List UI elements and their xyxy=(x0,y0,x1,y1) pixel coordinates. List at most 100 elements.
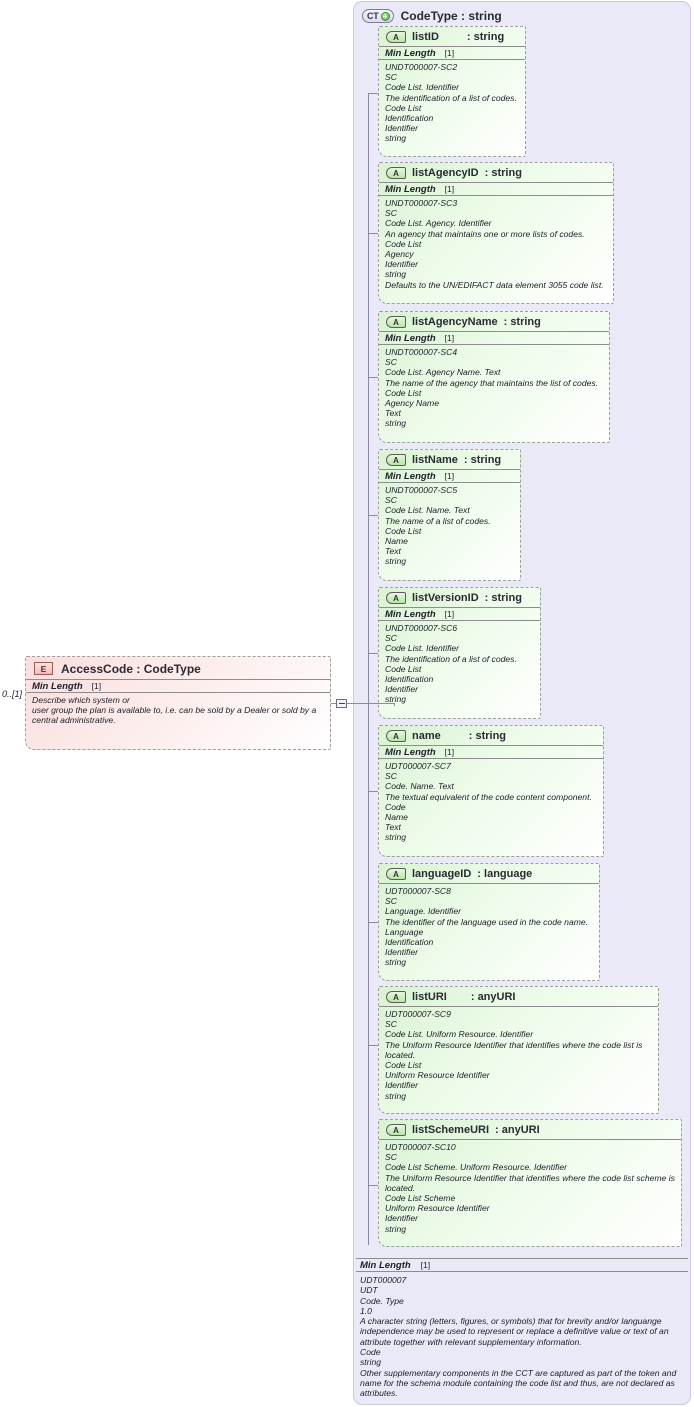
attribute-header: A listAgencyID : string xyxy=(379,163,613,182)
complex-type-badge-label: CT xyxy=(367,11,379,21)
doc-line: Code List Scheme xyxy=(385,1193,456,1204)
attribute-connector-stub xyxy=(368,233,378,234)
doc-line: The Uniform Resource Identifier that ide… xyxy=(385,1172,675,1193)
doc-line: string xyxy=(385,694,407,705)
facet-cardinality: [1] xyxy=(91,681,102,691)
doc-line: Identifier xyxy=(385,259,418,270)
attribute-doc: UNDT000007-SC2 SC Code List. Identifier … xyxy=(379,60,525,148)
doc-line: SC xyxy=(385,896,397,907)
attribute-type: : string xyxy=(484,592,522,604)
attribute-box-name[interactable]: A name : string Min Length [1] UDT000007… xyxy=(378,725,604,857)
attribute-type: : anyURI xyxy=(470,991,516,1003)
attribute-doc: UNDT000007-SC3 SC Code List. Agency. Ide… xyxy=(379,196,613,294)
attribute-box-languageID[interactable]: A languageID : language UDT000007-SC8 SC… xyxy=(378,863,600,981)
doc-line: SC xyxy=(385,72,397,83)
attribute-name: listURI xyxy=(412,991,447,1003)
attribute-connector-stub xyxy=(368,1185,378,1186)
attribute-header: A listVersionID : string xyxy=(379,588,540,607)
doc-line: Text xyxy=(385,408,401,419)
doc-line: Agency Name xyxy=(385,398,439,409)
doc-line: Code List xyxy=(385,525,422,536)
doc-line: UDT000007 xyxy=(360,1275,407,1285)
attribute-box-listAgencyID[interactable]: A listAgencyID : string Min Length [1] U… xyxy=(378,162,614,304)
collapse-minus-icon[interactable] xyxy=(336,699,347,708)
doc-line: UDT xyxy=(360,1285,378,1296)
attribute-box-listAgencyName[interactable]: A listAgencyName : string Min Length [1]… xyxy=(378,311,610,443)
attribute-icon: A xyxy=(386,31,406,43)
attribute-header: A listName : string xyxy=(379,450,520,469)
attribute-box-listSchemeURI[interactable]: A listSchemeURI : anyURI UDT000007-SC10 … xyxy=(378,1119,682,1247)
facet-row: Min Length [1] xyxy=(379,331,609,345)
doc-line: Code List Scheme. Uniform Resource. Iden… xyxy=(385,1162,567,1173)
attribute-name: listSchemeURI xyxy=(412,1124,490,1136)
doc-line: A character string (letters, figures, or… xyxy=(360,1316,669,1347)
doc-line: Defaults to the UN/EDIFACT data element … xyxy=(385,279,604,290)
doc-line: The identification of a list of codes. xyxy=(385,653,517,664)
doc-line: Language xyxy=(385,926,424,937)
facet-cardinality: [1] xyxy=(444,747,455,757)
attribute-doc: UNDT000007-SC4 SC Code List. Agency Name… xyxy=(379,345,609,433)
attribute-doc: UNDT000007-SC6 SC Code List. Identifier … xyxy=(379,621,540,709)
doc-line: Language. Identifier xyxy=(385,906,461,917)
element-box-AccessCode[interactable]: E AccessCode : CodeType Min Length [1] D… xyxy=(25,656,331,750)
doc-line: Code List. Agency. Identifier xyxy=(385,218,492,229)
attribute-icon: A xyxy=(386,316,406,328)
doc-line: Code. Type xyxy=(360,1295,404,1306)
attribute-icon: A xyxy=(386,730,406,742)
doc-line: string xyxy=(385,269,407,280)
attribute-box-listName[interactable]: A listName : string Min Length [1] UNDT0… xyxy=(378,449,521,581)
attribute-box-listVersionID[interactable]: A listVersionID : string Min Length [1] … xyxy=(378,587,541,719)
doc-line: The name of a list of codes. xyxy=(385,515,491,526)
doc-line: SC xyxy=(385,1019,397,1030)
facet-row: Min Length [1] xyxy=(379,469,520,483)
doc-line: Code List xyxy=(385,387,422,398)
doc-line: The name of the agency that maintains th… xyxy=(385,377,599,388)
complex-type-header: CT CodeType : string xyxy=(362,6,502,26)
doc-line: string xyxy=(385,133,407,144)
doc-line: Identification xyxy=(385,674,434,685)
doc-line: Text xyxy=(385,546,401,557)
doc-line: string xyxy=(385,957,407,968)
attribute-name: name xyxy=(412,730,441,742)
doc-line: Code List. Uniform Resource. Identifier xyxy=(385,1029,534,1040)
doc-line: UDT000007-SC7 xyxy=(385,761,451,771)
attribute-type: : string xyxy=(484,167,522,179)
doc-line: Code xyxy=(360,1347,381,1358)
doc-line: Uniform Resource Identifier xyxy=(385,1203,490,1214)
attribute-connector-stub xyxy=(368,922,378,923)
facet-divider xyxy=(379,1139,681,1140)
complex-type-expand-icon[interactable]: CT xyxy=(362,9,394,23)
attribute-name: listName xyxy=(412,454,458,466)
doc-line: Identifier xyxy=(385,123,418,134)
facet-label: Min Length xyxy=(32,681,83,692)
doc-line: Uniform Resource Identifier xyxy=(385,1070,490,1081)
doc-line: central administrative. xyxy=(32,715,116,726)
attribute-connector-stub xyxy=(368,515,378,516)
doc-line: UDT000007-SC10 xyxy=(385,1142,456,1152)
facet-row: Min Length [1] xyxy=(379,745,603,759)
attribute-icon: A xyxy=(386,991,406,1003)
attribute-connector-stub xyxy=(368,791,378,792)
element-icon: E xyxy=(34,662,53,675)
base-facet-row: Min Length [1] xyxy=(356,1258,688,1272)
facet-row: Min Length [1] xyxy=(379,607,540,621)
attribute-doc: UDT000007-SC7 SC Code. Name. Text The te… xyxy=(379,759,603,847)
plus-icon[interactable] xyxy=(380,11,390,21)
attribute-box-listID[interactable]: A listID : string Min Length [1] UNDT000… xyxy=(378,26,526,157)
facet-label: Min Length xyxy=(385,747,436,758)
attribute-type: : string xyxy=(468,730,507,742)
facet-row: Min Length [1] xyxy=(379,182,613,196)
doc-line: UNDT000007-SC4 xyxy=(385,347,458,357)
attribute-box-listURI[interactable]: A listURI : anyURI UDT000007-SC9 SC Code… xyxy=(378,986,659,1114)
doc-line: Code List. Identifier xyxy=(385,82,460,93)
facet-label: Min Length xyxy=(385,609,436,620)
attribute-type: : anyURI xyxy=(495,1124,540,1136)
attribute-name: languageID xyxy=(412,868,472,880)
doc-line: UDT000007-SC9 xyxy=(385,1009,451,1019)
doc-line: The textual equivalent of the code conte… xyxy=(385,791,592,802)
element-header: E AccessCode : CodeType xyxy=(26,657,330,679)
attribute-connector-stub xyxy=(368,377,378,378)
attribute-icon: A xyxy=(386,167,406,179)
attribute-type: : language xyxy=(477,868,533,880)
